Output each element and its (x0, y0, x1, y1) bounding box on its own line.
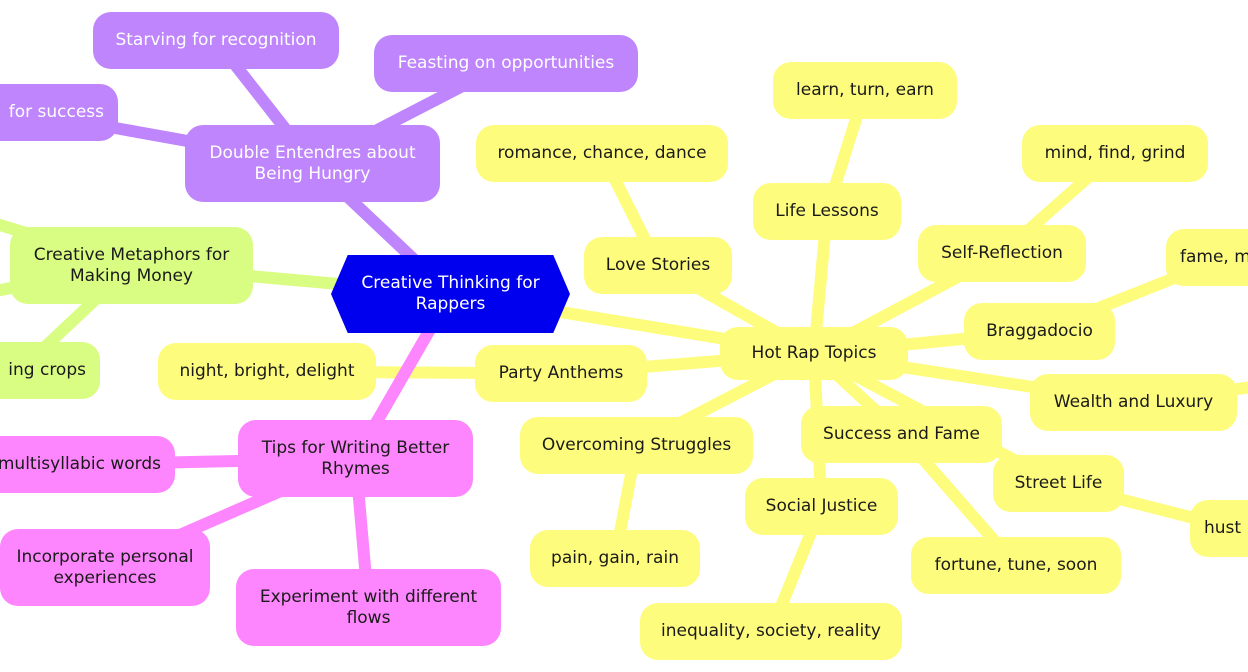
node-label: Life Lessons (775, 201, 879, 221)
node-life[interactable]: Life Lessons (753, 183, 901, 240)
node-party[interactable]: Party Anthems (475, 345, 647, 402)
node-label: Starving for recognition (115, 30, 317, 50)
node-metaphors[interactable]: Creative Metaphors for Making Money (10, 227, 253, 304)
node-label: night, bright, delight (179, 361, 355, 381)
node-self[interactable]: Self-Reflection (918, 225, 1086, 282)
node-bragg[interactable]: Braggadocio (964, 303, 1115, 360)
node-label: Success and Fame (823, 424, 980, 444)
node-label: Incorporate personal experiences (16, 546, 194, 588)
node-label: Experiment with different flows (259, 586, 478, 628)
node-label: Hot Rap Topics (751, 343, 877, 363)
node-social[interactable]: Social Justice (745, 478, 898, 535)
node-flows[interactable]: Experiment with different flows (236, 569, 501, 646)
node-label: Social Justice (765, 496, 878, 516)
node-label: Party Anthems (498, 363, 624, 383)
node-label: fortune, tune, soon (934, 555, 1098, 575)
node-label: Self-Reflection (941, 243, 1063, 263)
node-label: inequality, society, reality (661, 621, 881, 641)
node-label: Tips for Writing Better Rhymes (261, 437, 450, 479)
node-label: Feasting on opportunities (397, 53, 615, 73)
node-label: Love Stories (605, 255, 711, 275)
node-label: Street Life (1014, 473, 1103, 493)
node-label: for success (8, 102, 104, 122)
node-inequality[interactable]: inequality, society, reality (640, 603, 902, 660)
node-romance[interactable]: romance, chance, dance (476, 125, 728, 182)
node-wealth[interactable]: Wealth and Luxury (1030, 374, 1237, 431)
node-fortune[interactable]: fortune, tune, soon (911, 537, 1121, 594)
node-hust[interactable]: hust (1190, 500, 1248, 557)
node-success[interactable]: for success (0, 84, 118, 141)
node-label: multisyllabic words (0, 454, 161, 474)
node-crops[interactable]: ing crops (0, 342, 100, 399)
node-label: romance, chance, dance (497, 143, 707, 163)
node-love[interactable]: Love Stories (584, 237, 732, 294)
node-label: pain, gain, rain (551, 548, 679, 568)
node-label: Braggadocio (986, 321, 1093, 341)
node-label: Wealth and Luxury (1053, 392, 1214, 412)
node-learn[interactable]: learn, turn, earn (773, 62, 957, 119)
node-mind[interactable]: mind, find, grind (1022, 125, 1208, 182)
node-feasting[interactable]: Feasting on opportunities (374, 35, 638, 92)
node-label: ing crops (8, 360, 86, 380)
node-hot[interactable]: Hot Rap Topics (720, 327, 908, 380)
node-label: Overcoming Struggles (541, 435, 732, 455)
node-successfame[interactable]: Success and Fame (801, 406, 1002, 463)
node-night[interactable]: night, bright, delight (158, 343, 376, 400)
node-label: hust (1204, 518, 1242, 538)
node-overcoming[interactable]: Overcoming Struggles (520, 417, 753, 474)
node-personal[interactable]: Incorporate personal experiences (0, 529, 210, 606)
node-tips[interactable]: Tips for Writing Better Rhymes (238, 420, 473, 497)
node-pain[interactable]: pain, gain, rain (530, 530, 700, 587)
node-label: Creative Thinking for Rappers (361, 273, 540, 314)
node-street[interactable]: Street Life (993, 455, 1124, 512)
node-starving[interactable]: Starving for recognition (93, 12, 339, 69)
node-center[interactable]: Creative Thinking for Rappers (331, 255, 570, 333)
node-label: Creative Metaphors for Making Money (33, 244, 230, 286)
node-label: mind, find, grind (1044, 143, 1186, 163)
node-label: Double Entendres about Being Hungry (209, 142, 416, 184)
node-fame[interactable]: fame, m (1166, 229, 1248, 286)
node-double[interactable]: Double Entendres about Being Hungry (185, 125, 440, 202)
node-label: fame, m (1180, 247, 1248, 267)
node-label: learn, turn, earn (796, 80, 934, 100)
node-multi[interactable]: multisyllabic words (0, 436, 175, 493)
